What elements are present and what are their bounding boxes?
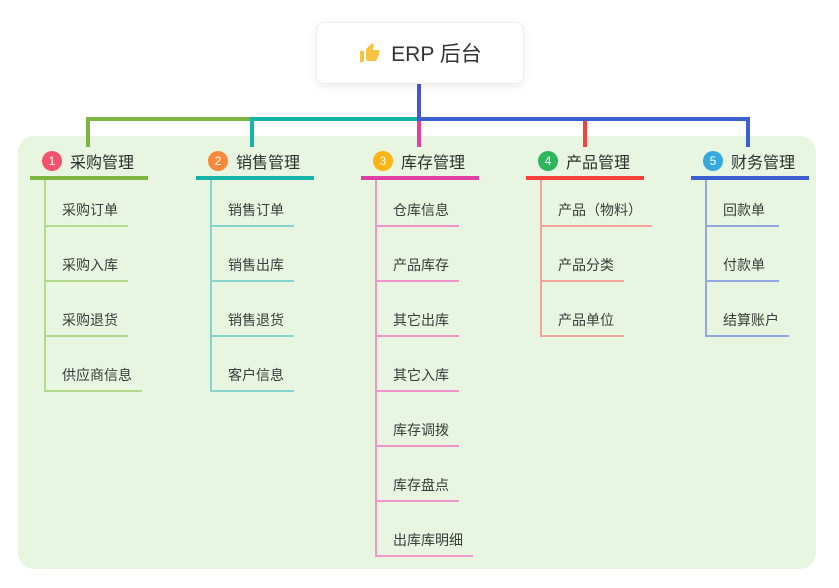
branch-product-header[interactable]: 4 产品管理 [526,146,644,180]
branch-product: 4 产品管理 产品（物料） 产品分类 产品单位 [526,146,652,337]
node-purchase-return[interactable]: 采购退货 [46,282,128,337]
branch-sales: 2 销售管理 销售订单 销售出库 销售退货 客户信息 [196,146,314,392]
branch-inventory-label: 库存管理 [401,155,466,172]
badge-3: 3 [373,151,393,171]
branch-finance-header[interactable]: 5 财务管理 [691,146,809,180]
connector-horizontal-purchase [86,117,254,121]
branch-finance-label: 财务管理 [731,155,796,172]
connector-horizontal-finance [417,117,750,121]
node-purchase-order[interactable]: 采购订单 [46,180,128,227]
badge-4: 4 [538,151,558,171]
node-customer-info[interactable]: 客户信息 [212,337,294,392]
node-stock-taking[interactable]: 库存盘点 [377,447,459,502]
branch-product-label: 产品管理 [566,155,631,172]
branch-purchase: 1 采购管理 采购订单 采购入库 采购退货 供应商信息 [30,146,148,392]
node-settlement-account[interactable]: 结算账户 [707,282,789,337]
node-stock-transfer[interactable]: 库存调拨 [377,392,459,447]
node-outbound-detail[interactable]: 出库库明细 [377,502,473,557]
node-receipt-doc[interactable]: 回款单 [707,180,779,227]
node-other-outbound[interactable]: 其它出库 [377,282,459,337]
connector-root-vertical [417,82,421,121]
node-product-material[interactable]: 产品（物料） [542,180,652,227]
branch-inventory-children: 仓库信息 产品库存 其它出库 其它入库 库存调拨 库存盘点 出库库明细 [375,180,479,557]
connector-drop-product [583,117,587,147]
root-node-title: ERP 后台 [391,43,482,66]
node-sales-order[interactable]: 销售订单 [212,180,294,227]
connector-drop-sales [250,117,254,147]
node-product-category[interactable]: 产品分类 [542,227,624,282]
branch-purchase-children: 采购订单 采购入库 采购退货 供应商信息 [44,180,148,392]
mindmap-background-panel [18,136,816,569]
node-other-inbound[interactable]: 其它入库 [377,337,459,392]
node-purchase-inbound[interactable]: 采购入库 [46,227,128,282]
root-node-erp[interactable]: ERP 后台 [316,22,524,84]
branch-product-children: 产品（物料） 产品分类 产品单位 [540,180,652,337]
connector-drop-inventory [417,117,421,147]
branch-finance-children: 回款单 付款单 结算账户 [705,180,809,337]
branch-inventory-header[interactable]: 3 库存管理 [361,146,479,180]
branch-sales-label: 销售管理 [236,155,301,172]
node-payment-doc[interactable]: 付款单 [707,227,779,282]
branch-purchase-header[interactable]: 1 采购管理 [30,146,148,180]
branch-sales-header[interactable]: 2 销售管理 [196,146,314,180]
node-product-stock[interactable]: 产品库存 [377,227,459,282]
branch-sales-children: 销售订单 销售出库 销售退货 客户信息 [210,180,314,392]
connector-horizontal-sales [250,117,419,121]
badge-5: 5 [703,151,723,171]
node-sales-outbound[interactable]: 销售出库 [212,227,294,282]
connector-drop-purchase [86,117,90,147]
node-warehouse-info[interactable]: 仓库信息 [377,180,459,227]
node-supplier-info[interactable]: 供应商信息 [46,337,142,392]
branch-finance: 5 财务管理 回款单 付款单 结算账户 [691,146,809,337]
branch-inventory: 3 库存管理 仓库信息 产品库存 其它出库 其它入库 库存调拨 库存盘点 出库库… [361,146,479,557]
node-product-unit[interactable]: 产品单位 [542,282,624,337]
thumbs-up-icon [358,41,382,65]
branch-purchase-label: 采购管理 [70,155,135,172]
node-sales-return[interactable]: 销售退货 [212,282,294,337]
badge-2: 2 [208,151,228,171]
badge-1: 1 [42,151,62,171]
connector-drop-finance [746,117,750,147]
